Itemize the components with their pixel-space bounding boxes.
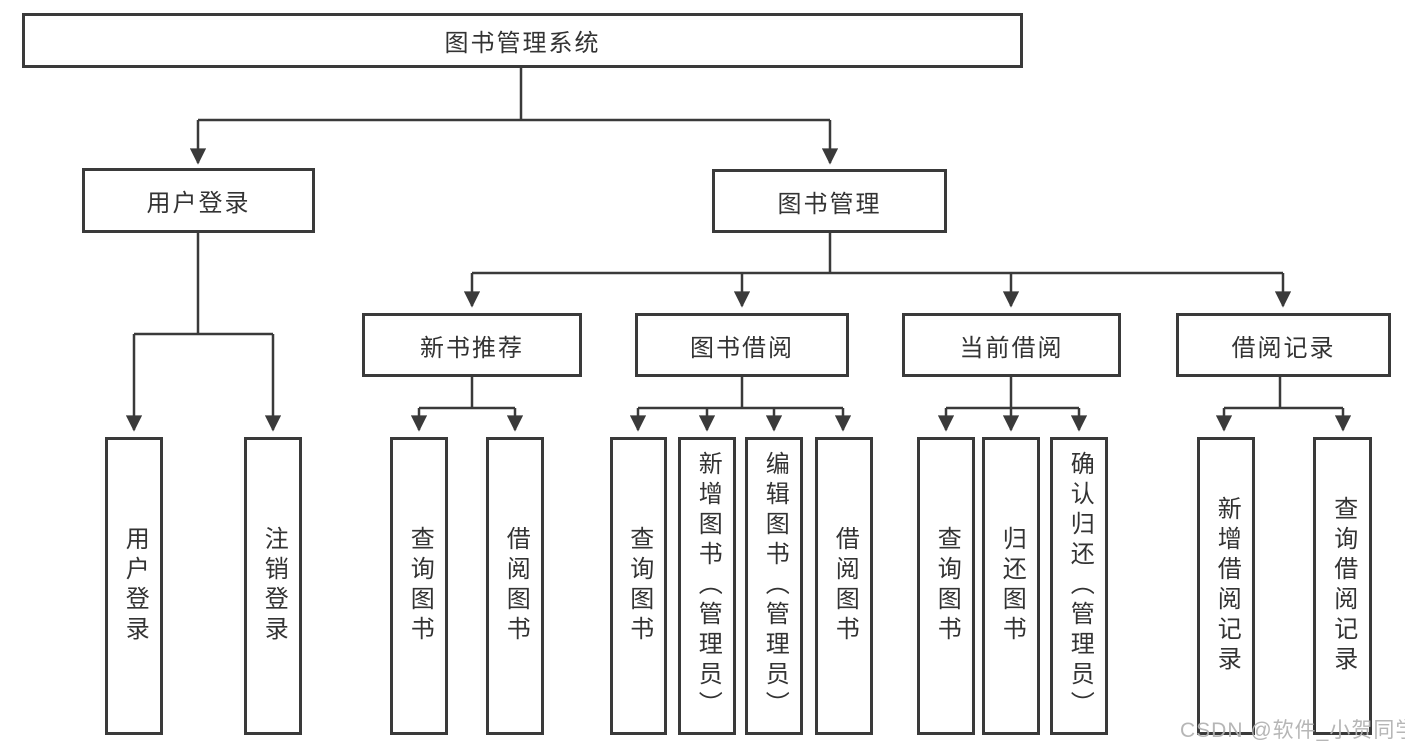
watermark: CSDN @软件_小贺同学 xyxy=(1180,719,1405,742)
leaf-node-query-books: 查询图书 xyxy=(917,437,975,735)
node-label: 查询图书 xyxy=(933,526,961,646)
leaf-node-add-borrow-record: 新增借阅记录 xyxy=(1197,437,1255,735)
section-node-borrow-records: 借阅记录 xyxy=(1176,313,1391,377)
leaf-node-return-books: 归还图书 xyxy=(982,437,1040,735)
node-label: 编辑图书（管理员） xyxy=(761,451,789,721)
node-label: 图书借阅 xyxy=(690,334,794,362)
section-node-book-borrow: 图书借阅 xyxy=(635,313,849,377)
branch-node-user-login: 用户登录 xyxy=(82,168,315,233)
node-label: 查询借阅记录 xyxy=(1329,496,1357,676)
node-label: 新增借阅记录 xyxy=(1213,496,1241,676)
root-node-library-system: 图书管理系统 xyxy=(22,13,1023,68)
node-label: 当前借阅 xyxy=(959,334,1064,362)
leaf-node-add-books-admin: 新增图书（管理员） xyxy=(678,437,736,735)
node-label: 确认归还（管理员） xyxy=(1066,451,1094,721)
node-label: 用户登录 xyxy=(121,526,149,646)
node-label: 新书推荐 xyxy=(420,334,524,362)
leaf-node-confirm-return-admin: 确认归还（管理员） xyxy=(1050,437,1108,735)
leaf-node-borrow-books: 借阅图书 xyxy=(486,437,544,735)
node-label: 借阅记录 xyxy=(1231,334,1336,362)
node-label: 查询图书 xyxy=(406,526,434,646)
section-node-current-borrow: 当前借阅 xyxy=(902,313,1121,377)
leaf-node-borrow-books: 借阅图书 xyxy=(815,437,873,735)
node-label: 图书管理 xyxy=(777,190,882,218)
node-label: 归还图书 xyxy=(998,526,1026,646)
node-label: 借阅图书 xyxy=(502,526,530,646)
branch-node-book-management: 图书管理 xyxy=(712,169,947,233)
leaf-node-query-books: 查询图书 xyxy=(390,437,448,735)
node-label: 借阅图书 xyxy=(831,526,859,646)
leaf-node-edit-books-admin: 编辑图书（管理员） xyxy=(745,437,803,735)
node-label: 用户登录 xyxy=(146,190,251,217)
leaf-node-logout: 注销登录 xyxy=(244,437,302,735)
node-label: 查询图书 xyxy=(625,526,653,646)
node-label: 注销登录 xyxy=(260,526,288,646)
leaf-node-query-borrow-record: 查询借阅记录 xyxy=(1313,437,1372,735)
node-label: 图书管理系统 xyxy=(444,30,601,57)
leaf-node-user-login: 用户登录 xyxy=(105,437,163,735)
node-label: 新增图书（管理员） xyxy=(694,451,722,721)
leaf-node-query-books: 查询图书 xyxy=(610,437,667,735)
section-node-new-book-recommend: 新书推荐 xyxy=(362,313,582,377)
